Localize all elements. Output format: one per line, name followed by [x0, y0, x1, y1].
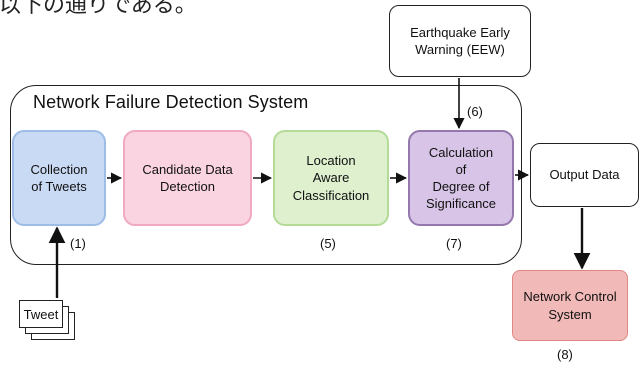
system-title: Network Failure Detection System	[33, 92, 309, 112]
step-number-8: (8)	[557, 347, 573, 362]
node-output-data: Output Data	[530, 143, 639, 207]
node-eew-line-2: Warning (EEW)	[415, 42, 505, 57]
step-number-7: (7)	[446, 236, 462, 251]
step-number-6: (6)	[467, 104, 483, 119]
tweet-label: Tweet	[23, 306, 59, 322]
node-candidate-line-2: Detection	[160, 179, 215, 194]
node-network-control-system: Network Control System	[512, 270, 628, 341]
node-netctrl-line-2: System	[548, 306, 592, 322]
node-calc-line-2: of	[455, 161, 467, 177]
tweet-sheet-front: Tweet	[19, 300, 63, 328]
step-number-5: (5)	[320, 236, 336, 251]
node-candidate-data-detection: Candidate Data Detection	[123, 130, 252, 226]
node-calc-line-1: Calculation	[428, 144, 494, 160]
node-eew-line-1: Earthquake Early	[410, 24, 510, 40]
node-candidate-line-1: Candidate Data	[142, 161, 233, 177]
node-location-line-1: Location	[306, 153, 356, 169]
node-location-line-3: Classification	[292, 187, 370, 203]
step-number-1: (1)	[70, 236, 86, 251]
node-collection-line-1: Collection	[30, 161, 88, 177]
tweet-document-stack: Tweet	[19, 300, 85, 346]
header-text-fragment: 以下の通りである。	[0, 0, 197, 18]
node-netctrl-line-1: Network Control	[523, 289, 617, 305]
node-calc-line-3: Degree of	[432, 179, 490, 194]
node-calc-line-4: Significance	[425, 196, 497, 212]
node-calculation-of-significance: Calculation of Degree of Significance	[408, 130, 514, 226]
node-collection-line-2: of Tweets	[31, 179, 87, 194]
node-earthquake-early-warning: Earthquake Early Warning (EEW)	[389, 5, 531, 77]
node-location-line-2: Aware	[312, 170, 350, 186]
node-output-label: Output Data	[549, 167, 620, 183]
node-collection-of-tweets: Collection of Tweets	[12, 130, 106, 226]
node-location-aware-classification: Location Aware Classification	[273, 130, 389, 226]
